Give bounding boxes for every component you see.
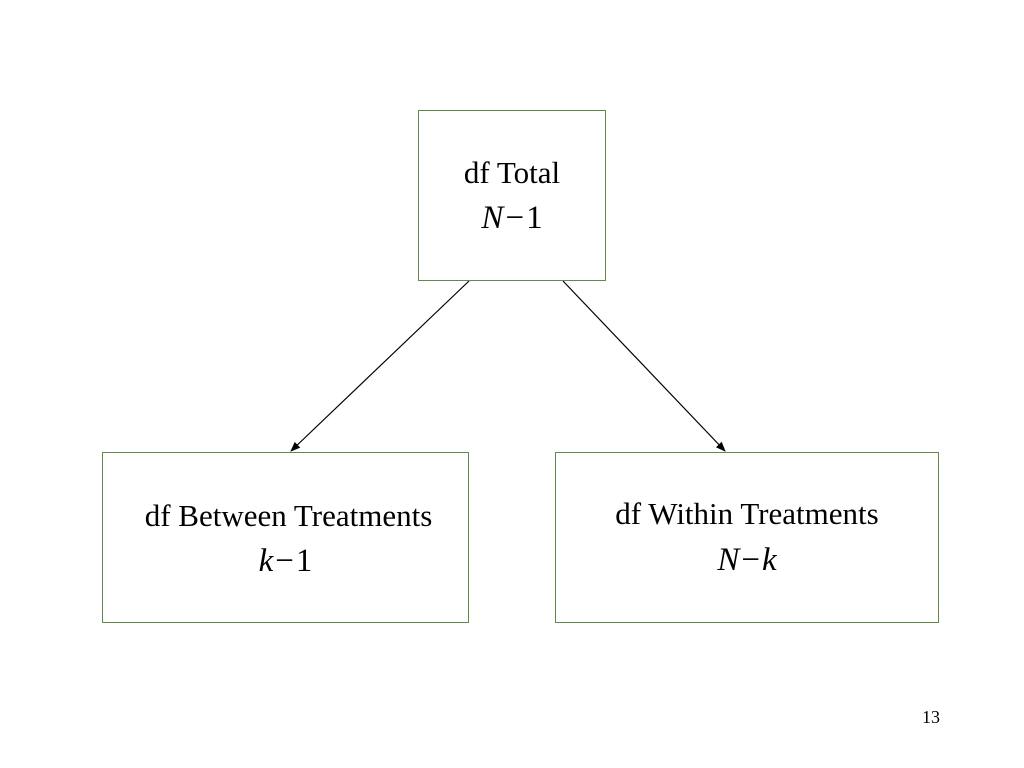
df-within-formula: N−k	[556, 541, 938, 579]
df-between-box: df Between Treatments k−1	[102, 452, 469, 623]
formula-term: k	[761, 542, 777, 578]
formula-term: 1	[526, 200, 543, 236]
formula-variable: N	[717, 542, 740, 578]
df-within-box: df Within Treatments N−k	[555, 452, 939, 623]
arrow-total-to-within	[562, 280, 726, 452]
df-total-label: df Total	[463, 155, 561, 190]
df-between-label: df Between Treatments	[144, 498, 433, 533]
df-total-box: df Total N−1	[418, 110, 606, 281]
formula-variable: k	[258, 543, 274, 579]
formula-term: 1	[295, 543, 313, 579]
formula-operator: −	[741, 542, 760, 578]
arrow-total-to-between	[290, 280, 470, 452]
formula-operator: −	[505, 200, 525, 236]
formula-operator: −	[275, 543, 294, 579]
page-number: 13	[922, 707, 940, 727]
df-within-label: df Within Treatments	[615, 496, 879, 531]
df-total-formula: N−1	[419, 199, 605, 237]
df-between-formula: k−1	[103, 542, 468, 580]
formula-variable: N	[481, 200, 504, 236]
